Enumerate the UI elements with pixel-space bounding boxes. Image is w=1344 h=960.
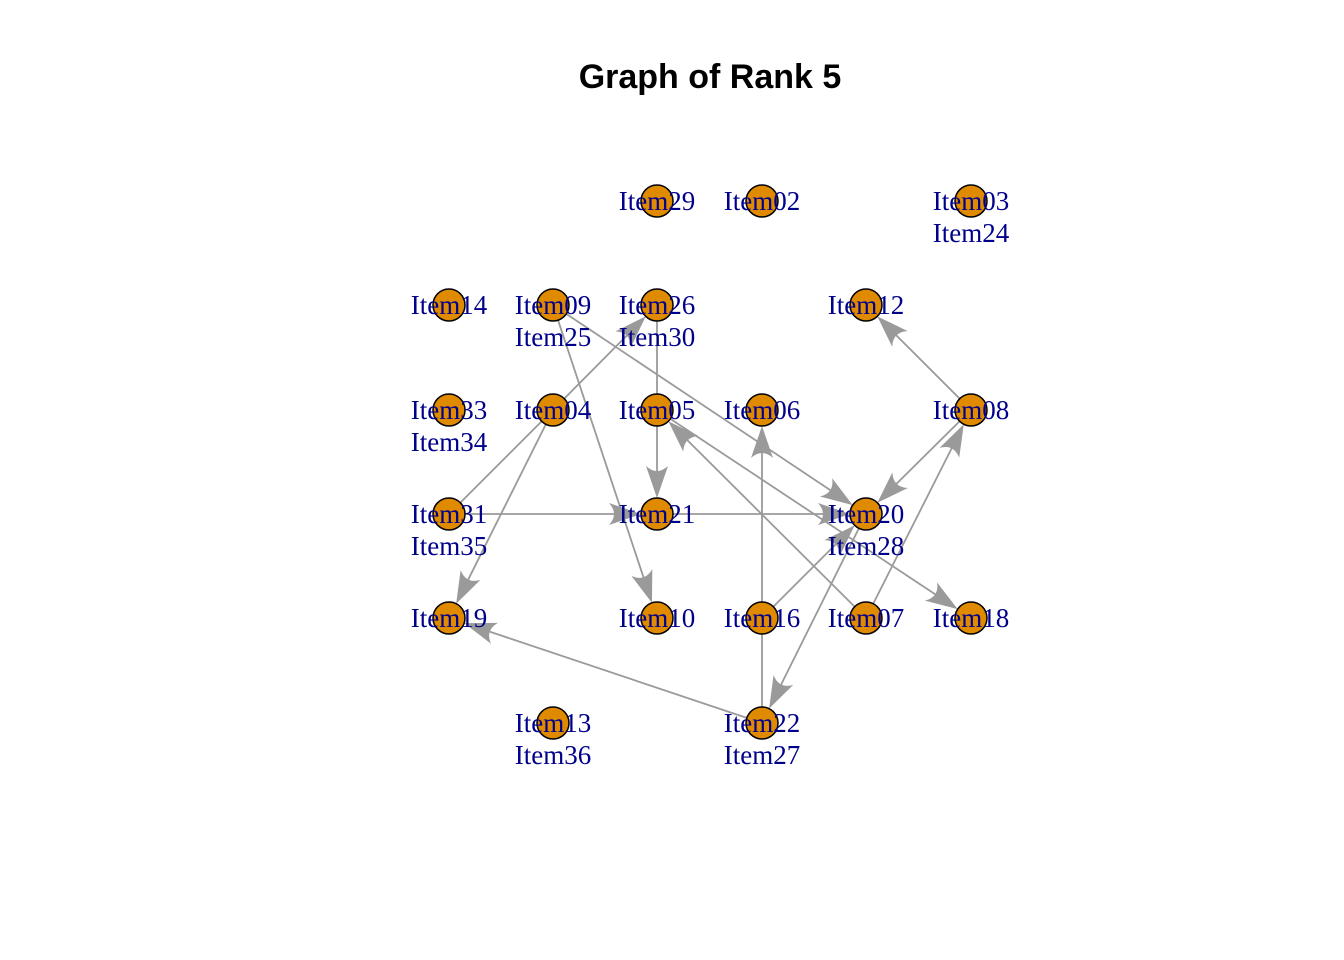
node-label: Item09	[515, 290, 591, 320]
arrowhead-icon	[609, 503, 641, 525]
edge-Item07-Item08	[865, 441, 956, 619]
node-Item16	[745, 601, 779, 635]
node-Item20	[849, 497, 883, 531]
node-label: Item25	[515, 322, 591, 352]
node-Item21	[640, 497, 674, 531]
node-Item04	[536, 393, 570, 427]
node-label: Item27	[724, 740, 800, 770]
node-Item14	[432, 288, 466, 322]
node-Item10	[640, 601, 674, 635]
node-label: Item29	[619, 186, 695, 216]
edge-Item08-Item20	[890, 409, 972, 490]
node-label: Item06	[724, 395, 800, 425]
arrowhead-icon	[824, 525, 855, 556]
node-label: Item20	[828, 499, 904, 529]
node-Item13	[536, 706, 570, 740]
arrowhead-icon	[924, 582, 958, 610]
arrowhead-icon	[615, 316, 646, 347]
node-label: Item36	[515, 740, 591, 770]
node-label: Item03	[933, 186, 1009, 216]
edge-Item04-Item19	[464, 409, 554, 587]
plot-title: Graph of Rank 5	[578, 58, 842, 96]
edge-Item07-Item05	[681, 434, 867, 619]
node-Item08	[954, 393, 988, 427]
arrowhead-icon	[646, 466, 668, 498]
node-Item18	[954, 601, 988, 635]
node-label: Item07	[828, 603, 904, 633]
edge-Item16-Item20	[761, 538, 842, 619]
arrowhead-icon	[668, 421, 699, 452]
node-label: Item21	[619, 499, 695, 529]
node-label: Item12	[828, 290, 904, 320]
node-label: Item35	[411, 531, 487, 561]
edge-Item05-Item18	[656, 409, 942, 599]
node-Item12	[849, 288, 883, 322]
edge-Item20-Item22	[777, 513, 867, 692]
edge-Item31-Item04	[448, 409, 554, 515]
node-label: Item14	[411, 290, 488, 320]
node-label: Item13	[515, 708, 591, 738]
node-Item19	[432, 601, 466, 635]
node-Item07	[849, 601, 883, 635]
edge-Item09-Item10	[552, 304, 647, 585]
arrowhead-icon	[877, 472, 908, 503]
arrowhead-icon	[751, 426, 773, 458]
node-Item03	[954, 184, 988, 218]
arrowhead-icon	[456, 570, 481, 604]
arrowhead-icon	[818, 503, 850, 525]
edge-Item22-Item19	[482, 628, 763, 724]
node-label: Item34	[411, 427, 488, 457]
node-Item05	[640, 393, 674, 427]
arrowhead-icon	[939, 424, 964, 458]
edge-Item09-Item20	[552, 304, 837, 495]
node-label: Item26	[619, 290, 695, 320]
node-Item02	[745, 184, 779, 218]
node-Item29	[640, 184, 674, 218]
edge-Item04-Item26	[552, 329, 633, 411]
edge-Item08-Item12	[890, 329, 972, 411]
node-label: Item22	[724, 708, 800, 738]
node-label: Item30	[619, 322, 695, 352]
node-label: Item10	[619, 603, 695, 633]
node-label: Item19	[411, 603, 487, 633]
node-label: Item08	[933, 395, 1009, 425]
node-label: Item16	[724, 603, 800, 633]
node-label: Item31	[411, 499, 487, 529]
node-Item26	[640, 288, 674, 322]
node-label: Item05	[619, 395, 695, 425]
node-label: Item24	[933, 218, 1010, 248]
arrowhead-icon	[464, 622, 499, 644]
node-Item31	[432, 497, 466, 531]
node-Item33	[432, 393, 466, 427]
node-label: Item28	[828, 531, 904, 561]
arrowhead-icon	[877, 316, 908, 347]
node-Item09	[536, 288, 570, 322]
arrowhead-icon	[631, 568, 653, 603]
node-label: Item18	[933, 603, 1009, 633]
arrowhead-icon	[819, 478, 853, 506]
arrowhead-icon	[769, 675, 794, 709]
node-label: Item04	[515, 395, 592, 425]
node-Item22	[745, 706, 779, 740]
node-label: Item02	[724, 186, 800, 216]
node-Item06	[745, 393, 779, 427]
node-label: Item33	[411, 395, 487, 425]
